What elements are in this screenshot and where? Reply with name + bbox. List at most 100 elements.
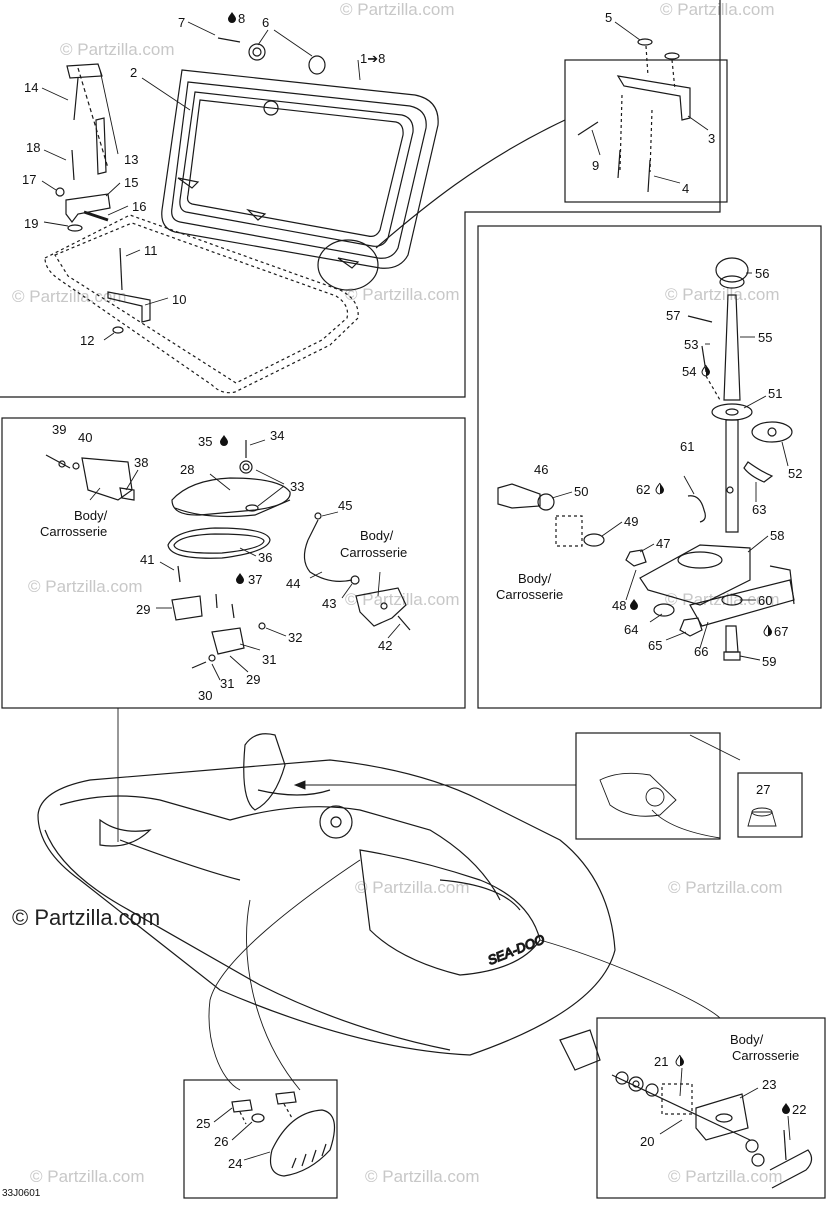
callout-21: 21 xyxy=(654,1054,668,1069)
steering-panel-frame xyxy=(477,225,822,709)
body-label: Body/ xyxy=(730,1032,764,1047)
callout-30: 30 xyxy=(198,688,212,703)
watermark: © Partzilla.com xyxy=(660,0,775,19)
rear-panel-frame xyxy=(596,1017,826,1199)
callout-65: 65 xyxy=(648,638,662,653)
connector-lines xyxy=(117,708,777,1091)
watermark: © Partzilla.com xyxy=(345,285,460,304)
watermark: © Partzilla.com xyxy=(28,577,143,596)
callout-7: 7 xyxy=(178,15,185,30)
callout-29: 29 xyxy=(246,672,260,687)
callout-42: 42 xyxy=(378,638,392,653)
callout-62: 62 xyxy=(636,482,650,497)
seat-panel-frame xyxy=(1,417,466,709)
callout-67: 67 xyxy=(774,624,788,639)
callout-64: 64 xyxy=(624,622,638,637)
callout-32: 32 xyxy=(288,630,302,645)
callout-8: 8 xyxy=(238,11,245,26)
callouts-top: 7 8 6 1➔8 2 5 3 9 4 14 13 18 17 15 16 19… xyxy=(22,10,715,348)
callout-18: 18 xyxy=(26,140,40,155)
callout-4: 4 xyxy=(682,181,689,196)
callout-9: 9 xyxy=(592,158,599,173)
callout-36: 36 xyxy=(258,550,272,565)
callout-22: 22 xyxy=(792,1102,806,1117)
watermark: © Partzilla.com xyxy=(365,1167,480,1186)
callout-26: 26 xyxy=(214,1134,228,1149)
callout-12: 12 xyxy=(80,333,94,348)
callouts-seat: 39 40 38 Body/ Carrosserie 35 34 28 33 3… xyxy=(40,422,407,703)
callout-5: 5 xyxy=(605,10,612,25)
callout-55: 55 xyxy=(758,330,772,345)
callouts-rear: Body/ Carrosserie 21 23 22 20 xyxy=(640,1032,806,1149)
callout-39: 39 xyxy=(52,422,66,437)
callouts-boat: 27 xyxy=(756,782,770,797)
callout-45: 45 xyxy=(338,498,352,513)
callout-61: 61 xyxy=(680,439,694,454)
callout-16: 16 xyxy=(132,199,146,214)
callout-1-8: 1➔8 xyxy=(360,51,385,66)
callout-28: 28 xyxy=(180,462,194,477)
callout-63: 63 xyxy=(752,502,766,517)
callout-2: 2 xyxy=(130,65,137,80)
callout-43: 43 xyxy=(322,596,336,611)
watermark: © Partzilla.com xyxy=(668,1167,783,1186)
callouts-cover: 25 26 24 xyxy=(196,1116,242,1171)
callout-23: 23 xyxy=(762,1077,776,1092)
steering-assembly xyxy=(497,257,795,661)
cover-panel-frame xyxy=(183,1079,338,1199)
body-label: Carrosserie xyxy=(732,1048,799,1063)
callout-49: 49 xyxy=(624,514,638,529)
callout-17: 17 xyxy=(22,172,36,187)
callout-40: 40 xyxy=(78,430,92,445)
callout-51: 51 xyxy=(768,386,782,401)
callout-38: 38 xyxy=(134,455,148,470)
watermark: © Partzilla.com xyxy=(355,878,470,897)
leaders-rear xyxy=(659,1067,791,1141)
callout-11: 11 xyxy=(144,243,158,258)
callout-37: 37 xyxy=(248,572,262,587)
callout-58: 58 xyxy=(770,528,784,543)
callout-13: 13 xyxy=(124,152,138,167)
top-panel-frame xyxy=(0,0,721,398)
callout-25: 25 xyxy=(196,1116,210,1131)
callout-33: 33 xyxy=(290,479,304,494)
callout-57: 57 xyxy=(666,308,680,323)
callout-27: 27 xyxy=(756,782,770,797)
body-label: Body/ xyxy=(518,571,552,586)
watermark: © Partzilla.com xyxy=(12,287,127,306)
callout-6: 6 xyxy=(262,15,269,30)
callout-56: 56 xyxy=(755,266,769,281)
callout-48: 48 xyxy=(612,598,626,613)
callout-50: 50 xyxy=(574,484,588,499)
callout-31: 31 xyxy=(262,652,276,667)
callout-19: 19 xyxy=(24,216,38,231)
svg-text:SEA-DOO: SEA-DOO xyxy=(486,931,547,967)
boat-hull: SEA-DOO xyxy=(37,733,616,1071)
storage-lid-assembly xyxy=(44,37,691,394)
callout-46: 46 xyxy=(534,462,548,477)
callout-3: 3 xyxy=(708,131,715,146)
callout-15: 15 xyxy=(124,175,138,190)
callout-24: 24 xyxy=(228,1156,242,1171)
leaders-steering xyxy=(551,272,789,661)
callout-60: 60 xyxy=(758,593,772,608)
body-label: Carrosserie xyxy=(40,524,107,539)
callout-41: 41 xyxy=(140,552,154,567)
callout-34: 34 xyxy=(270,428,284,443)
callout-10: 10 xyxy=(172,292,186,307)
callout-31: 31 xyxy=(220,676,234,691)
body-label: Body/ xyxy=(74,508,108,523)
body-label: Body/ xyxy=(360,528,394,543)
watermark: © Partzilla.com xyxy=(30,1167,145,1186)
callout-14: 14 xyxy=(24,80,38,95)
leaders-cover xyxy=(213,1107,271,1161)
callout-53: 53 xyxy=(684,337,698,352)
callout-59: 59 xyxy=(762,654,776,669)
watermark: © Partzilla.com xyxy=(60,40,175,59)
body-label: Carrosserie xyxy=(496,587,563,602)
callout-35: 35 xyxy=(198,434,212,449)
callout-44: 44 xyxy=(286,576,300,591)
rear-bracket-assembly xyxy=(611,1071,813,1189)
